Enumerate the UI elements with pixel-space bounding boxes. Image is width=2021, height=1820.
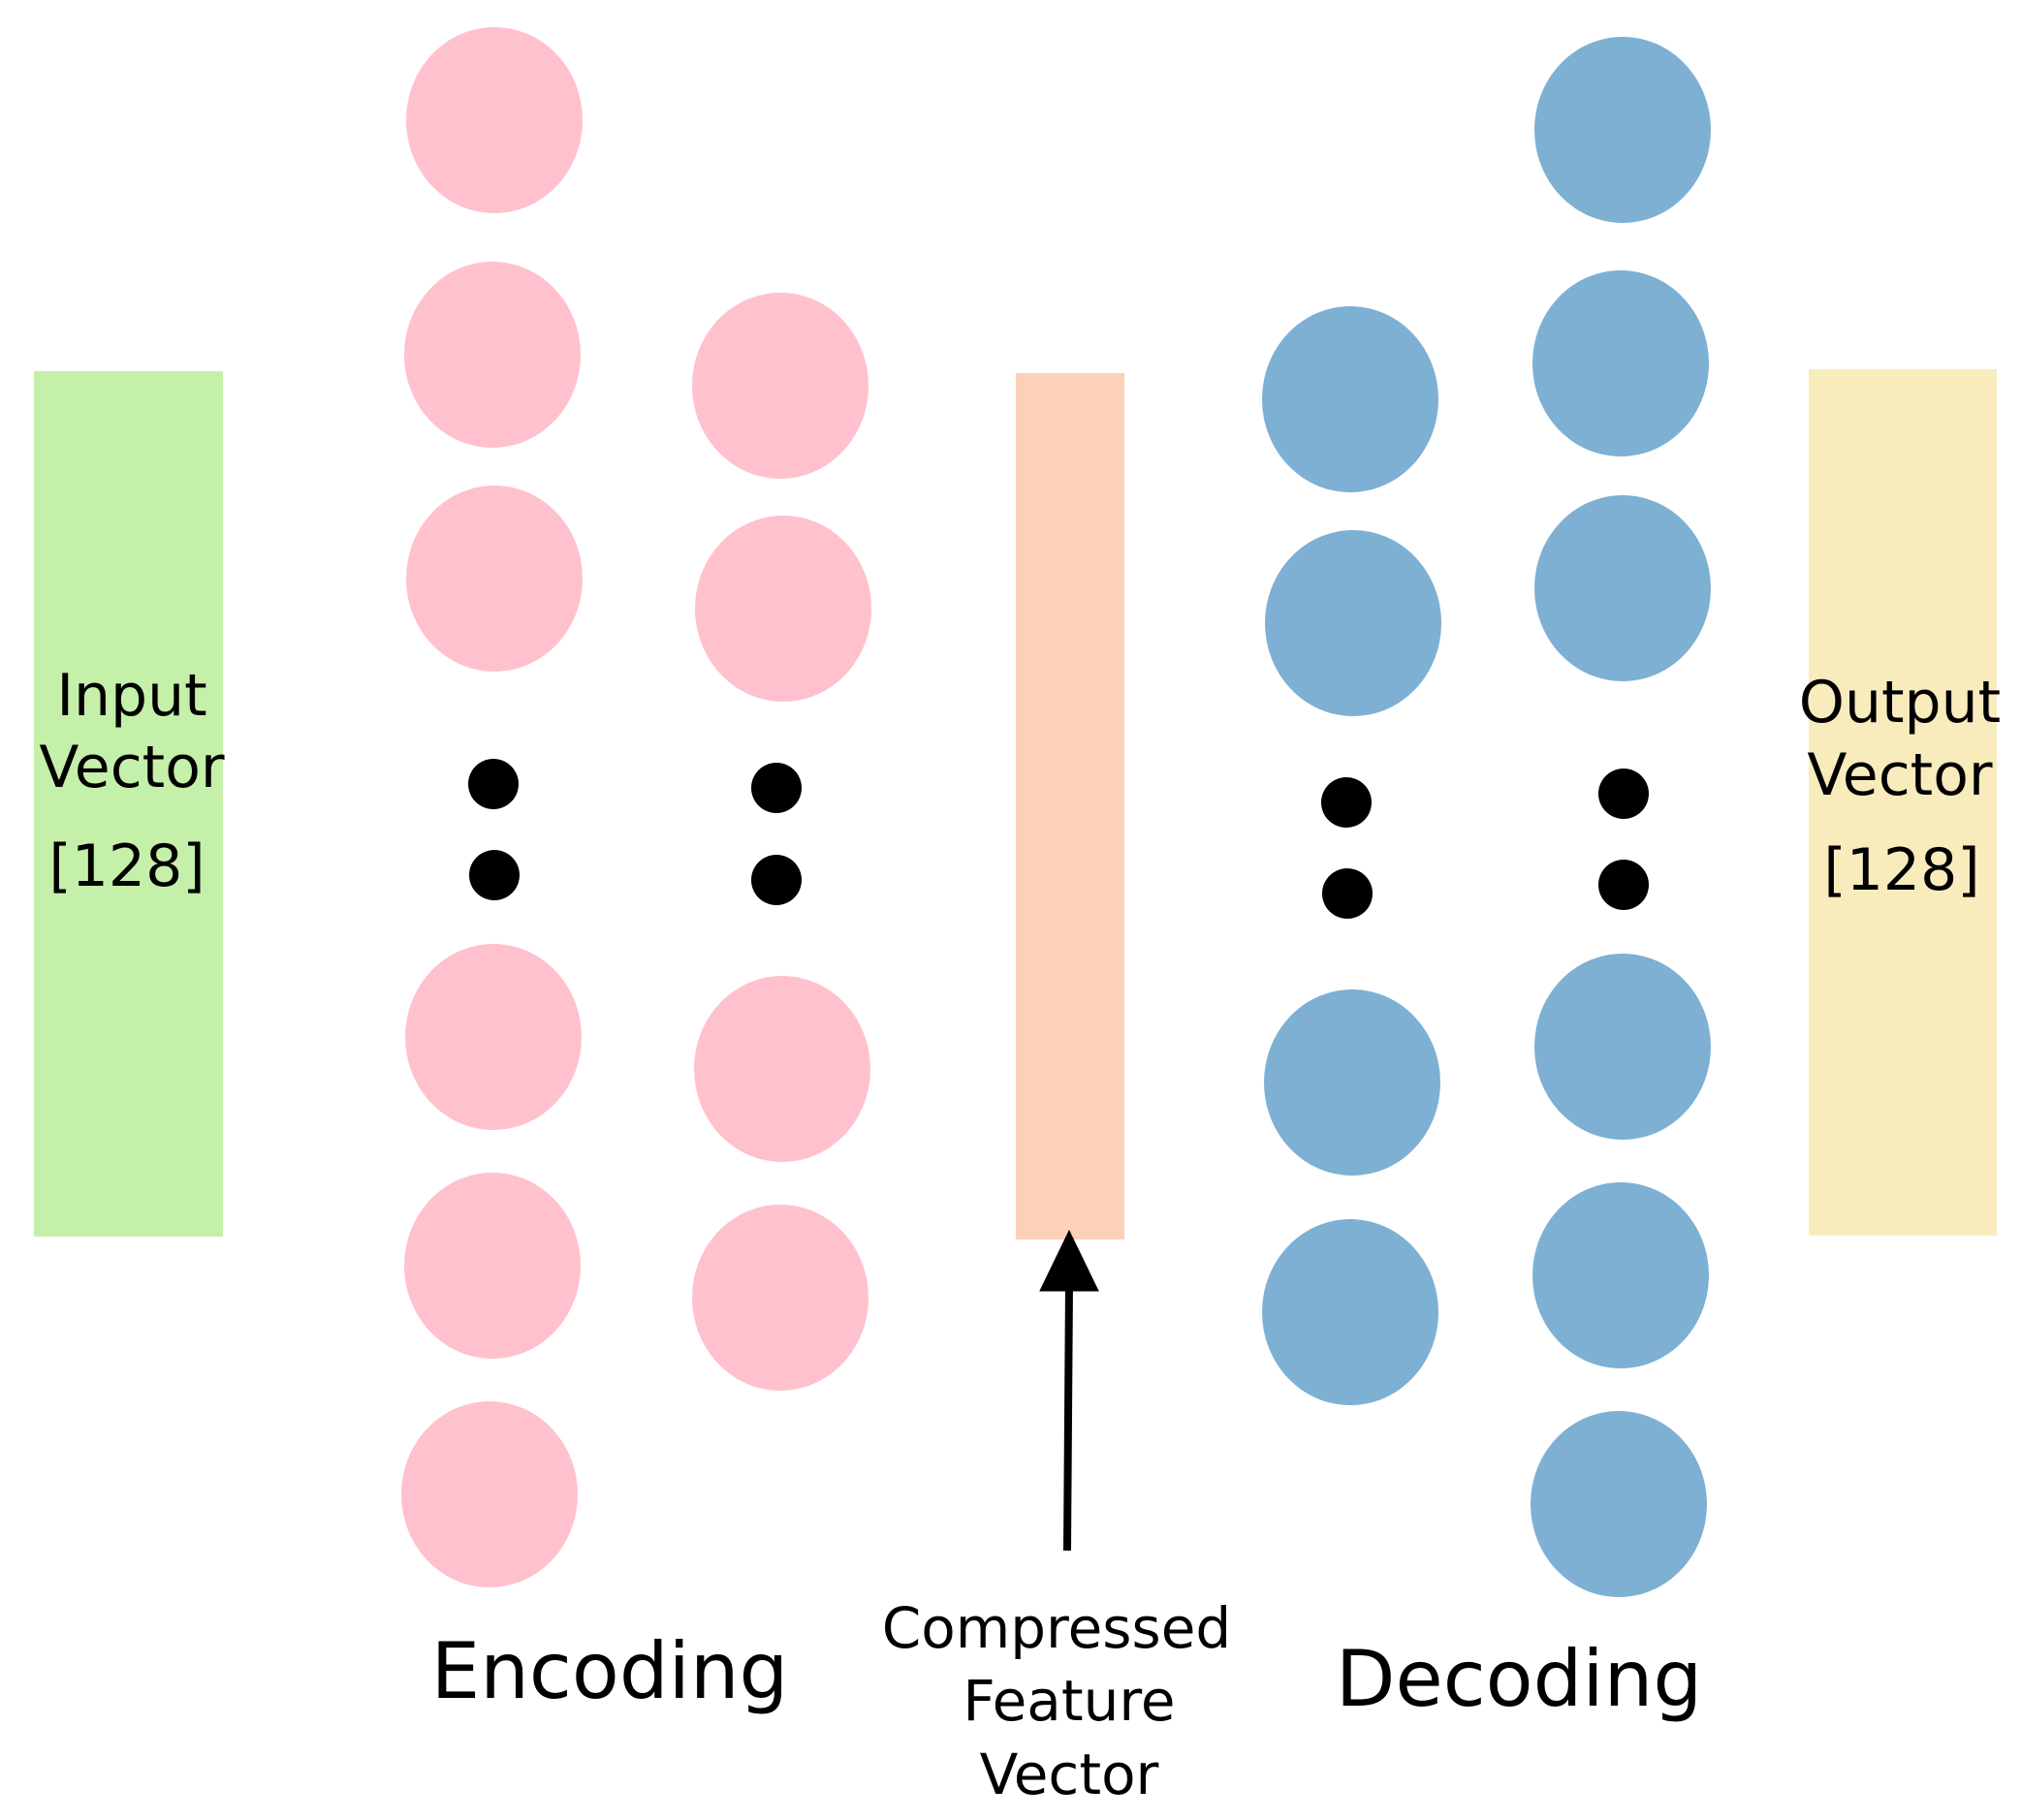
encoding-label: Encoding [431, 1626, 789, 1716]
output-vector-bar [1809, 369, 1997, 1236]
compressed-feature-vector-bar [1016, 373, 1124, 1239]
compressed-label-line3: Vector [980, 1742, 1159, 1807]
decoding-node [1265, 530, 1441, 716]
decoding-node [1532, 1182, 1709, 1368]
encoding-node [694, 976, 870, 1162]
encoding-node [406, 27, 583, 213]
encoding-node [692, 1205, 868, 1391]
encoding-node [692, 293, 868, 479]
encoding-node [404, 1173, 581, 1359]
encoding-node [404, 262, 581, 448]
input-vector-bar [34, 371, 223, 1237]
output-vector-size: [128] [1823, 836, 1979, 904]
ellipsis-dot [468, 759, 519, 809]
input-vector-size: [128] [48, 832, 205, 900]
decoding-node [1532, 270, 1709, 456]
encoding-node [405, 944, 582, 1130]
encoding-node [695, 516, 871, 702]
output-vector-label-line1: Output [1799, 669, 2001, 737]
decoding-node [1264, 989, 1440, 1176]
input-vector-label-line1: Input [56, 662, 206, 730]
decoding-node [1262, 1219, 1438, 1405]
decoding-node [1262, 306, 1438, 492]
ellipsis-dot [1322, 868, 1373, 919]
arrow-head [1039, 1229, 1099, 1292]
decoding-layer-2 [1531, 37, 1711, 1597]
compressed-label-line2: Feature [963, 1668, 1175, 1734]
decoding-layer-1 [1262, 306, 1441, 1405]
input-vector-label-line2: Vector [39, 734, 225, 801]
output-vector-label-line2: Vector [1807, 741, 1993, 809]
decoding-node [1534, 954, 1711, 1140]
ellipsis-dot [469, 850, 520, 900]
ellipsis-dot [1598, 769, 1649, 819]
compressed-label-line1: Compressed [882, 1595, 1232, 1661]
arrow-shaft [1063, 1283, 1073, 1552]
ellipsis-dot [751, 763, 802, 813]
decoding-node [1531, 1411, 1707, 1597]
decoding-node [1534, 495, 1711, 681]
encoding-layer-2 [692, 293, 871, 1391]
ellipsis-dot [1598, 860, 1649, 910]
encoding-node [406, 486, 583, 672]
encoding-layer-1 [401, 27, 583, 1587]
ellipsis-dot [751, 855, 802, 905]
ellipsis-dot [1321, 777, 1372, 828]
decoding-node [1534, 37, 1711, 223]
decoding-label: Decoding [1336, 1634, 1702, 1724]
encoding-node [401, 1401, 578, 1587]
